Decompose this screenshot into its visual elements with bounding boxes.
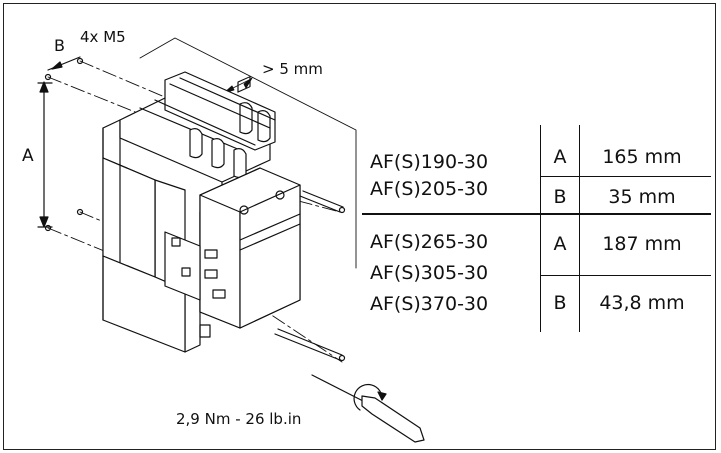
table-rule-vertical-1 bbox=[540, 125, 541, 332]
model-265-30: AF(S)265-30 bbox=[370, 231, 489, 253]
dim-label-b-2: B bbox=[553, 292, 567, 314]
dimension-b-line bbox=[47, 56, 81, 71]
model-305-30: AF(S)305-30 bbox=[370, 262, 489, 284]
table-rule-group1-split bbox=[540, 176, 711, 177]
dim-label-b-1: B bbox=[553, 186, 567, 208]
coil-module bbox=[199, 76, 301, 329]
dim-value-a-2: 187 mm bbox=[602, 233, 682, 255]
torque-label: 2,9 Nm - 26 lb.in bbox=[176, 410, 302, 428]
dim-value-b-1: 35 mm bbox=[608, 186, 676, 208]
dimension-a-line bbox=[37, 81, 53, 228]
table-rule-vertical-2 bbox=[579, 125, 580, 332]
dimension-a-label: A bbox=[22, 146, 34, 166]
model-370-30: AF(S)370-30 bbox=[370, 293, 489, 315]
terminal-covers bbox=[119, 71, 276, 183]
dimension-b-label: B bbox=[54, 36, 65, 55]
auxiliary-block bbox=[164, 231, 226, 338]
table-rule-group2-split bbox=[540, 275, 711, 276]
screwdriver bbox=[311, 374, 425, 443]
screws-label: 4x M5 bbox=[80, 28, 126, 46]
mounting-holes bbox=[44, 57, 84, 232]
dim-label-a-1: A bbox=[553, 146, 567, 168]
clearance-label: > 5 mm bbox=[262, 60, 323, 78]
dim-label-a-2: A bbox=[553, 233, 567, 255]
mounting-screws bbox=[274, 190, 346, 362]
figure-frame bbox=[3, 3, 716, 450]
dim-value-a-1: 165 mm bbox=[602, 146, 682, 168]
model-205-30: AF(S)205-30 bbox=[370, 178, 489, 200]
table-rule-group-divider bbox=[362, 213, 711, 215]
dim-value-b-2: 43,8 mm bbox=[599, 292, 685, 314]
model-190-30: AF(S)190-30 bbox=[370, 151, 489, 173]
